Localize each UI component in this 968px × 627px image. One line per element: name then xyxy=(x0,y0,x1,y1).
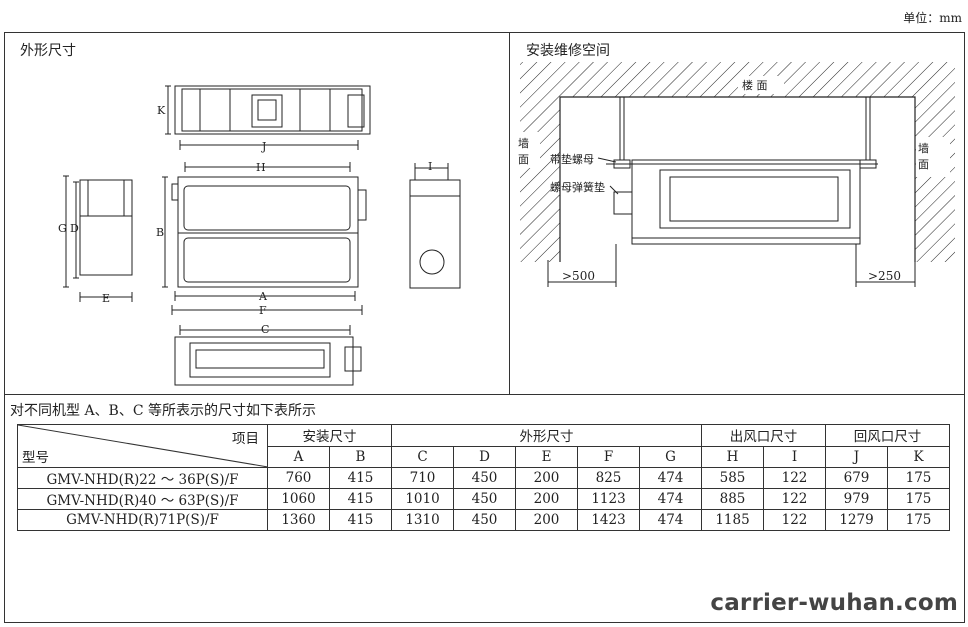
dim-label-d: D xyxy=(70,222,79,235)
dim-label-i: I xyxy=(428,160,432,173)
dim-label-g: G xyxy=(58,222,67,235)
value-cell: 415 xyxy=(329,488,392,510)
section-divider-vertical xyxy=(509,32,510,394)
wall-label-left-1: 墙 xyxy=(518,136,529,150)
value-cell: 415 xyxy=(329,467,392,489)
model-cell: GMV-NHD(R)40 ～ 63P(S)/F xyxy=(17,488,268,510)
dim-label-j: J xyxy=(261,140,266,153)
value-cell: 585 xyxy=(701,467,764,489)
model-cell: GMV-NHD(R)22 ～ 36P(S)/F xyxy=(17,467,268,489)
value-cell: 122 xyxy=(763,488,826,510)
wall-label-left-2: 面 xyxy=(518,153,529,166)
col-header-g: G xyxy=(639,445,702,468)
col-header-b: B xyxy=(329,445,392,468)
corner-label-model: 型号 xyxy=(22,450,49,466)
value-cell: 1123 xyxy=(577,488,640,510)
table-corner-cell: 项目 型号 xyxy=(17,424,268,468)
value-cell: 200 xyxy=(515,488,578,510)
value-cell: 474 xyxy=(639,467,702,489)
value-cell: 1279 xyxy=(825,509,888,531)
value-cell: 1010 xyxy=(391,488,454,510)
value-cell: 175 xyxy=(887,488,950,510)
col-header-k: K xyxy=(887,445,950,468)
wall-label-right-1: 墙 xyxy=(918,141,929,155)
col-header-i: I xyxy=(763,445,826,468)
group-outline-size: 外形尺寸 xyxy=(391,424,702,447)
col-header-c: C xyxy=(391,445,454,468)
spring-nut-label: 螺母弹簧垫 xyxy=(550,180,605,194)
dimension-table: 项目 型号 安装尺寸 外形尺寸 出风口尺寸 回风口尺寸 A B C D E F … xyxy=(17,424,950,531)
value-cell: 415 xyxy=(329,509,392,531)
clearance-right-label: >250 xyxy=(868,269,901,283)
value-cell: 450 xyxy=(453,509,516,531)
value-cell: 1360 xyxy=(267,509,330,531)
group-install-size: 安装尺寸 xyxy=(267,424,392,447)
outline-dimension-drawing: K J H B A F G D E I C xyxy=(58,85,461,386)
value-cell: 122 xyxy=(763,467,826,489)
unit-label: 单位：mm xyxy=(903,11,962,25)
value-cell: 200 xyxy=(515,467,578,489)
value-cell: 122 xyxy=(763,509,826,531)
col-header-j: J xyxy=(825,445,888,468)
value-cell: 979 xyxy=(825,488,888,510)
wall-label-right-2: 面 xyxy=(918,158,929,171)
clearance-left-label: >500 xyxy=(562,269,595,283)
table-column-header-row: A B C D E F G H I J K xyxy=(18,445,950,468)
value-cell: 760 xyxy=(267,467,330,489)
col-header-e: E xyxy=(515,445,578,468)
dims-section-title: 外形尺寸 xyxy=(20,43,76,59)
install-section-title: 安装维修空间 xyxy=(526,43,610,59)
watermark-text: carrier-wuhan.com xyxy=(710,590,958,616)
dim-label-e: E xyxy=(102,292,110,305)
value-cell: 474 xyxy=(639,488,702,510)
group-outlet-size: 出风口尺寸 xyxy=(701,424,826,447)
value-cell: 474 xyxy=(639,509,702,531)
value-cell: 200 xyxy=(515,509,578,531)
floor-label: 楼 面 xyxy=(742,78,768,92)
corner-diagonal xyxy=(18,425,268,467)
dim-label-b: B xyxy=(156,226,164,239)
table-row: GMV-NHD(R)40 ～ 63P(S)/F 1060 415 1010 45… xyxy=(17,488,950,510)
group-return-size: 回风口尺寸 xyxy=(825,424,950,447)
value-cell: 710 xyxy=(391,467,454,489)
value-cell: 1310 xyxy=(391,509,454,531)
drawing-frame xyxy=(4,32,965,623)
table-row: GMV-NHD(R)22 ～ 36P(S)/F 760 415 710 450 … xyxy=(17,467,950,489)
col-header-d: D xyxy=(453,445,516,468)
value-cell: 1060 xyxy=(267,488,330,510)
dim-label-k: K xyxy=(157,104,166,117)
value-cell: 885 xyxy=(701,488,764,510)
washer-nut-label: 带垫螺母 xyxy=(550,152,594,166)
col-header-f: F xyxy=(577,445,640,468)
corner-label-item: 项目 xyxy=(232,431,259,447)
value-cell: 825 xyxy=(577,467,640,489)
col-header-h: H xyxy=(701,445,764,468)
section-divider-horizontal xyxy=(4,394,965,395)
model-cell: GMV-NHD(R)71P(S)/F xyxy=(17,509,268,531)
table-caption: 对不同机型 A、B、C 等所表示的尺寸如下表所示 xyxy=(10,403,317,419)
value-cell: 175 xyxy=(887,509,950,531)
value-cell: 450 xyxy=(453,467,516,489)
value-cell: 1185 xyxy=(701,509,764,531)
value-cell: 1423 xyxy=(577,509,640,531)
dim-label-c: C xyxy=(261,323,269,336)
table-group-header-row: 项目 型号 安装尺寸 外形尺寸 出风口尺寸 回风口尺寸 xyxy=(17,424,950,468)
dim-label-a: A xyxy=(258,290,268,303)
table-row: GMV-NHD(R)71P(S)/F 1360 415 1310 450 200… xyxy=(17,509,950,531)
installation-space-drawing: 楼 面 墙 面 墙 面 带垫螺母 螺母弹簧垫 >500 >250 xyxy=(514,62,955,287)
dim-label-h: H xyxy=(256,161,266,174)
col-header-a: A xyxy=(267,445,330,468)
dim-label-f: F xyxy=(259,304,267,317)
value-cell: 175 xyxy=(887,467,950,489)
value-cell: 679 xyxy=(825,467,888,489)
value-cell: 450 xyxy=(453,488,516,510)
